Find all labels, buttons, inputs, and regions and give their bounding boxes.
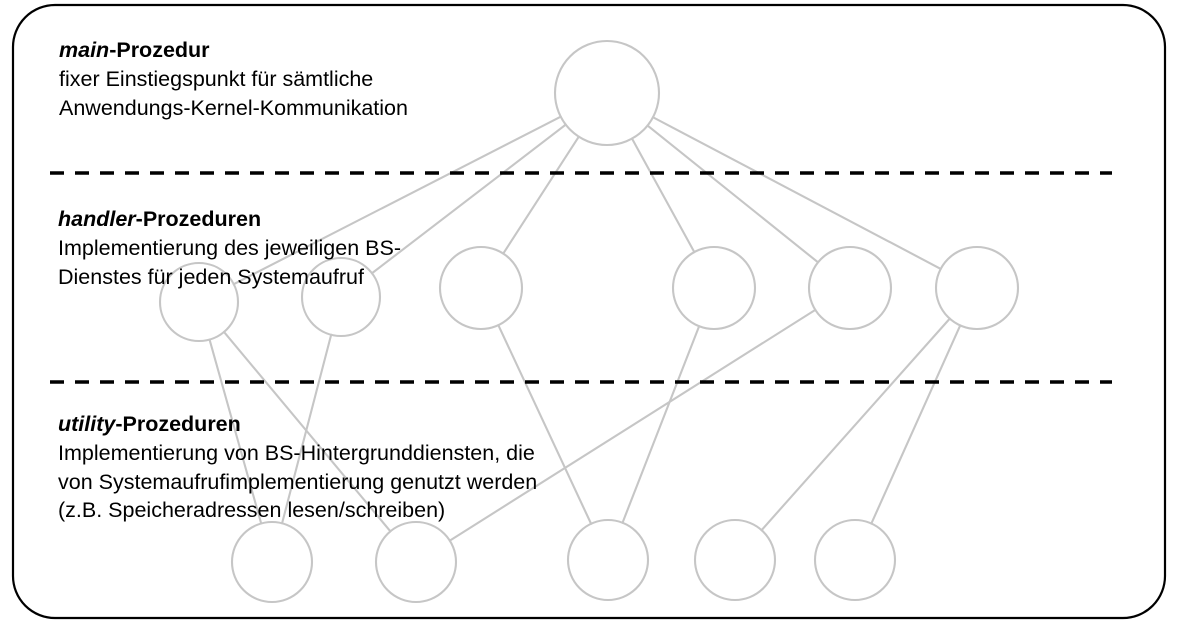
node-layer (158, 39, 1020, 604)
node-u2[interactable] (374, 520, 458, 604)
node-u4[interactable] (693, 518, 777, 602)
edge-h6-u4 (760, 317, 951, 532)
edge-h3-u3 (497, 324, 593, 525)
edge-m1-h6 (651, 116, 942, 270)
node-h6[interactable] (934, 245, 1020, 331)
diagram-frame (11, 3, 1167, 620)
node-h3[interactable] (438, 245, 524, 331)
edge-h1-u2 (222, 330, 392, 533)
edge-m1-h4 (630, 137, 696, 254)
edge-m1-h1 (232, 115, 562, 286)
frame-rounded-rect (11, 3, 1167, 620)
edge-m1-h3 (502, 135, 580, 255)
node-h5[interactable] (807, 245, 893, 331)
node-h1[interactable] (158, 261, 240, 343)
edge-h2-u1 (281, 333, 333, 525)
node-u3[interactable] (566, 518, 650, 602)
edge-h6-u5 (870, 324, 962, 525)
node-u1[interactable] (230, 520, 314, 604)
edge-h4-u3 (621, 325, 701, 524)
edge-h1-u1 (208, 338, 263, 525)
node-m1[interactable] (553, 39, 661, 147)
divider-layer (50, 171, 1112, 384)
node-u5[interactable] (813, 518, 897, 602)
edge-layer (208, 115, 962, 542)
edge-h5-u2 (448, 308, 817, 542)
edge-m1-h5 (646, 124, 820, 264)
node-h2[interactable] (300, 256, 382, 338)
edge-m1-h2 (370, 123, 567, 275)
node-h4[interactable] (671, 245, 757, 331)
